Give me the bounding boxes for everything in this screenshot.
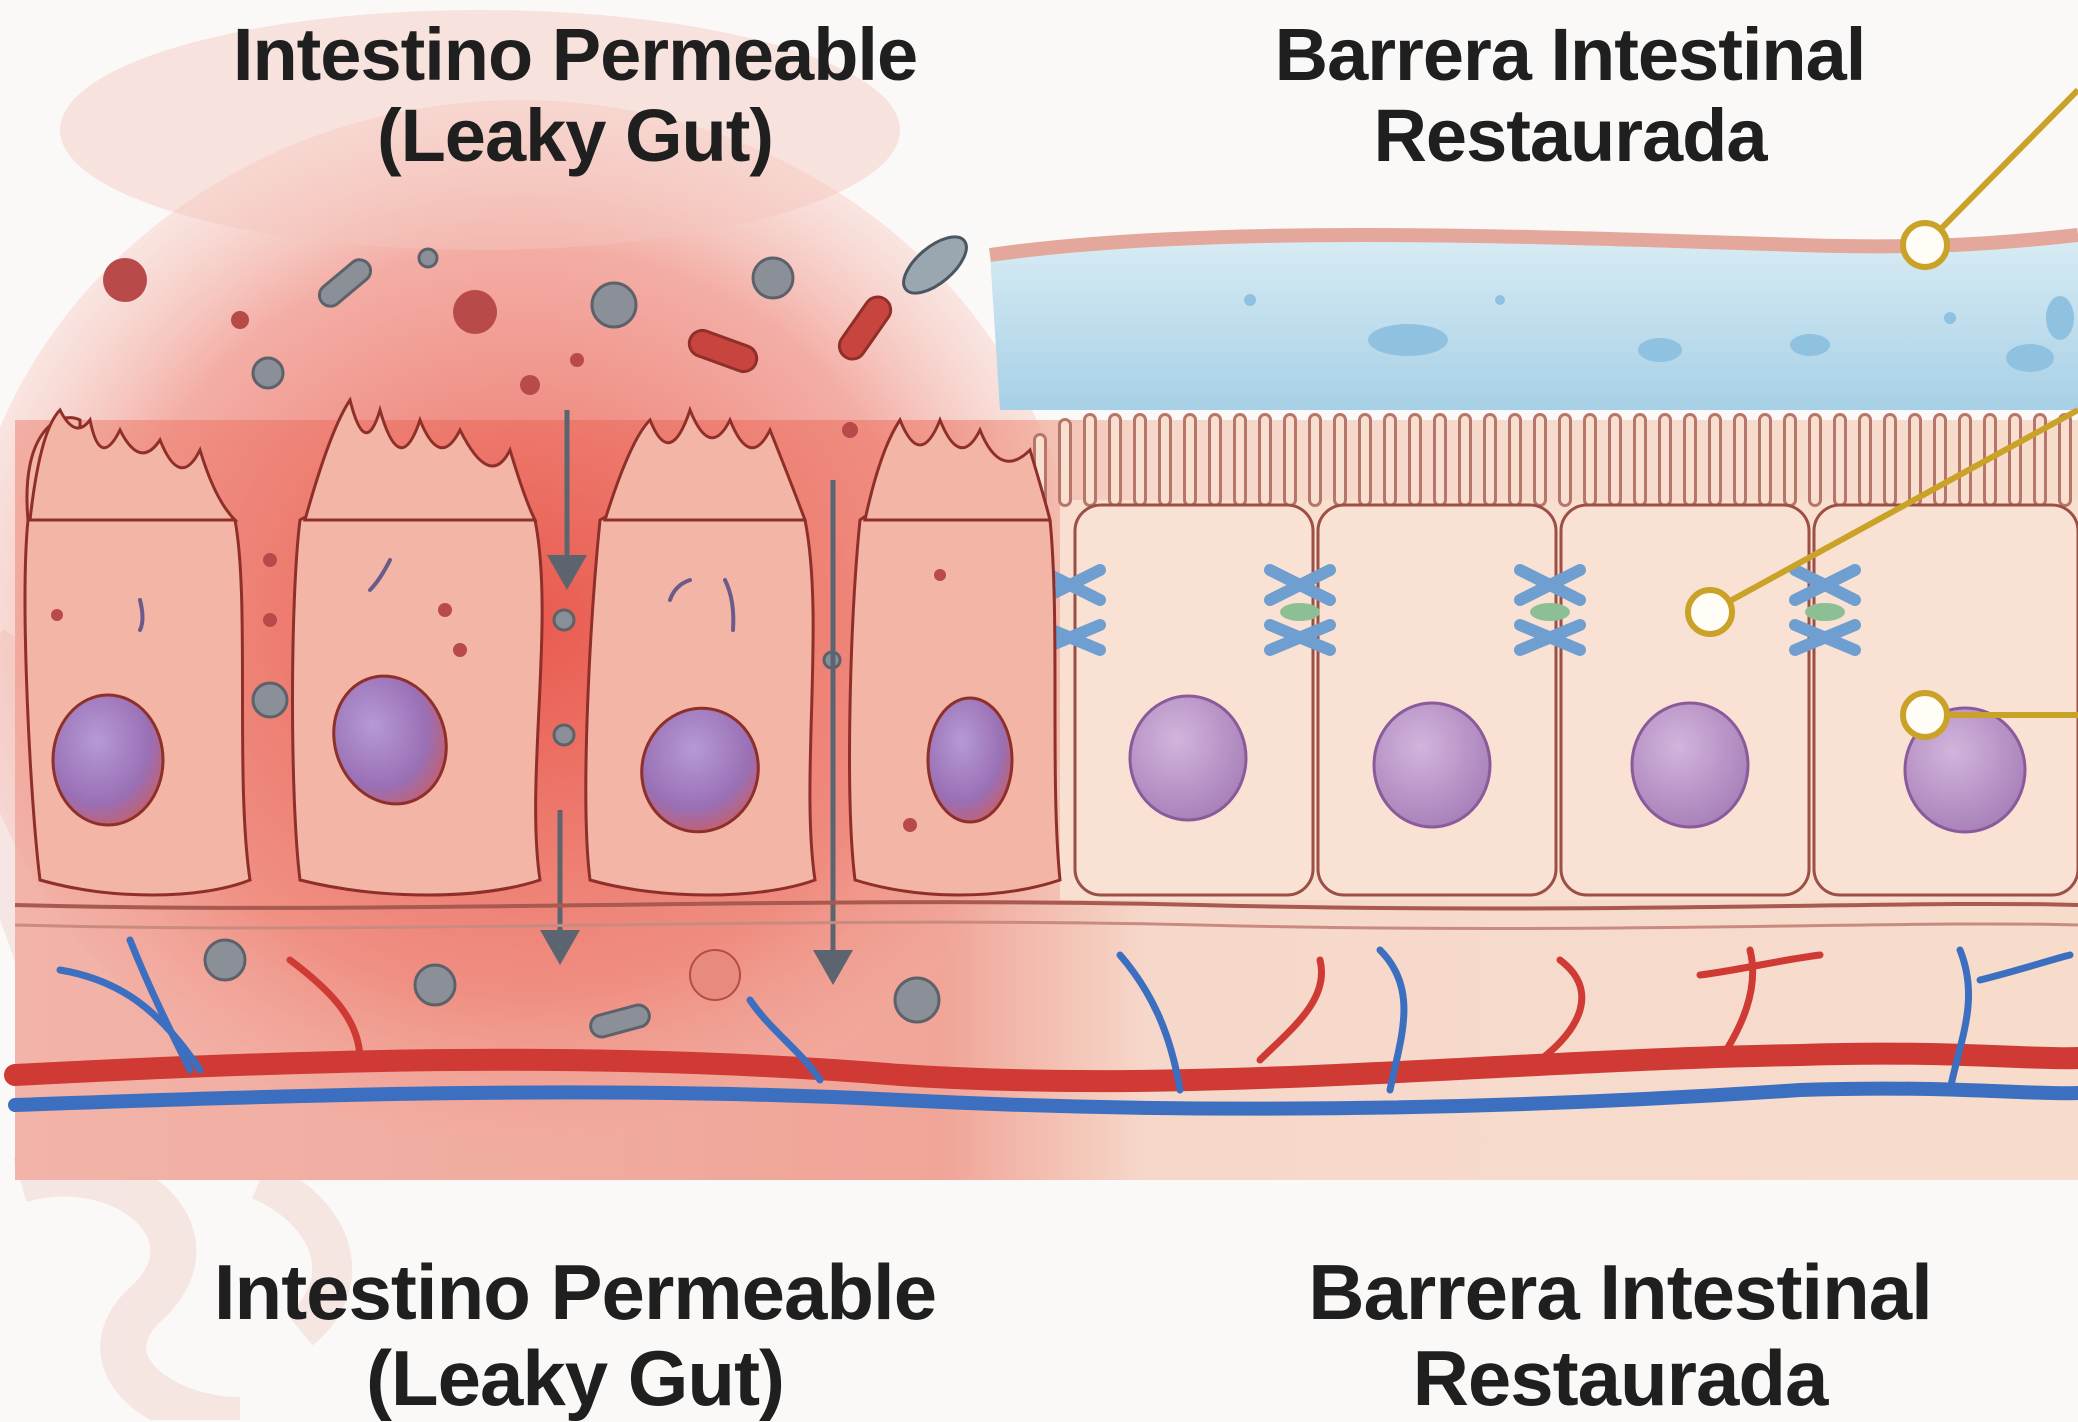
nucleus [53,695,163,825]
restored-barrier-title-top: Barrera Intestinal Restaurada [1180,14,1960,177]
restored-barrier-caption-line1: Barrera Intestinal [1220,1250,2020,1336]
restored-barrier-title-line1: Barrera Intestinal [1180,14,1960,95]
leaky-gut-caption-line2: (Leaky Gut) [150,1336,1000,1422]
restored-barrier-title-bottom: Barrera Intestinal Restaurada [1220,1250,2020,1422]
nucleus [1130,696,1246,820]
leaky-gut-title-bottom: Intestino Permeable (Leaky Gut) [150,1250,1000,1422]
callout-marker [1903,693,1947,737]
leaky-gut-title-line2: (Leaky Gut) [150,95,1000,176]
restored-barrier-caption-line2: Restaurada [1220,1336,2020,1422]
leaky-gut-caption-line1: Intestino Permeable [150,1250,1000,1336]
restored-barrier-title-line2: Restaurada [1180,95,1960,176]
callout-marker [1903,223,1947,267]
leaky-gut-title-line1: Intestino Permeable [150,14,1000,95]
damaged-cell [586,498,815,896]
callout-marker [1688,590,1732,634]
nucleus [1374,703,1490,827]
nucleus [1632,703,1748,827]
nucleus [928,698,1012,822]
leaky-gut-title-top: Intestino Permeable (Leaky Gut) [150,14,1000,177]
damaged-cell [850,498,1060,896]
